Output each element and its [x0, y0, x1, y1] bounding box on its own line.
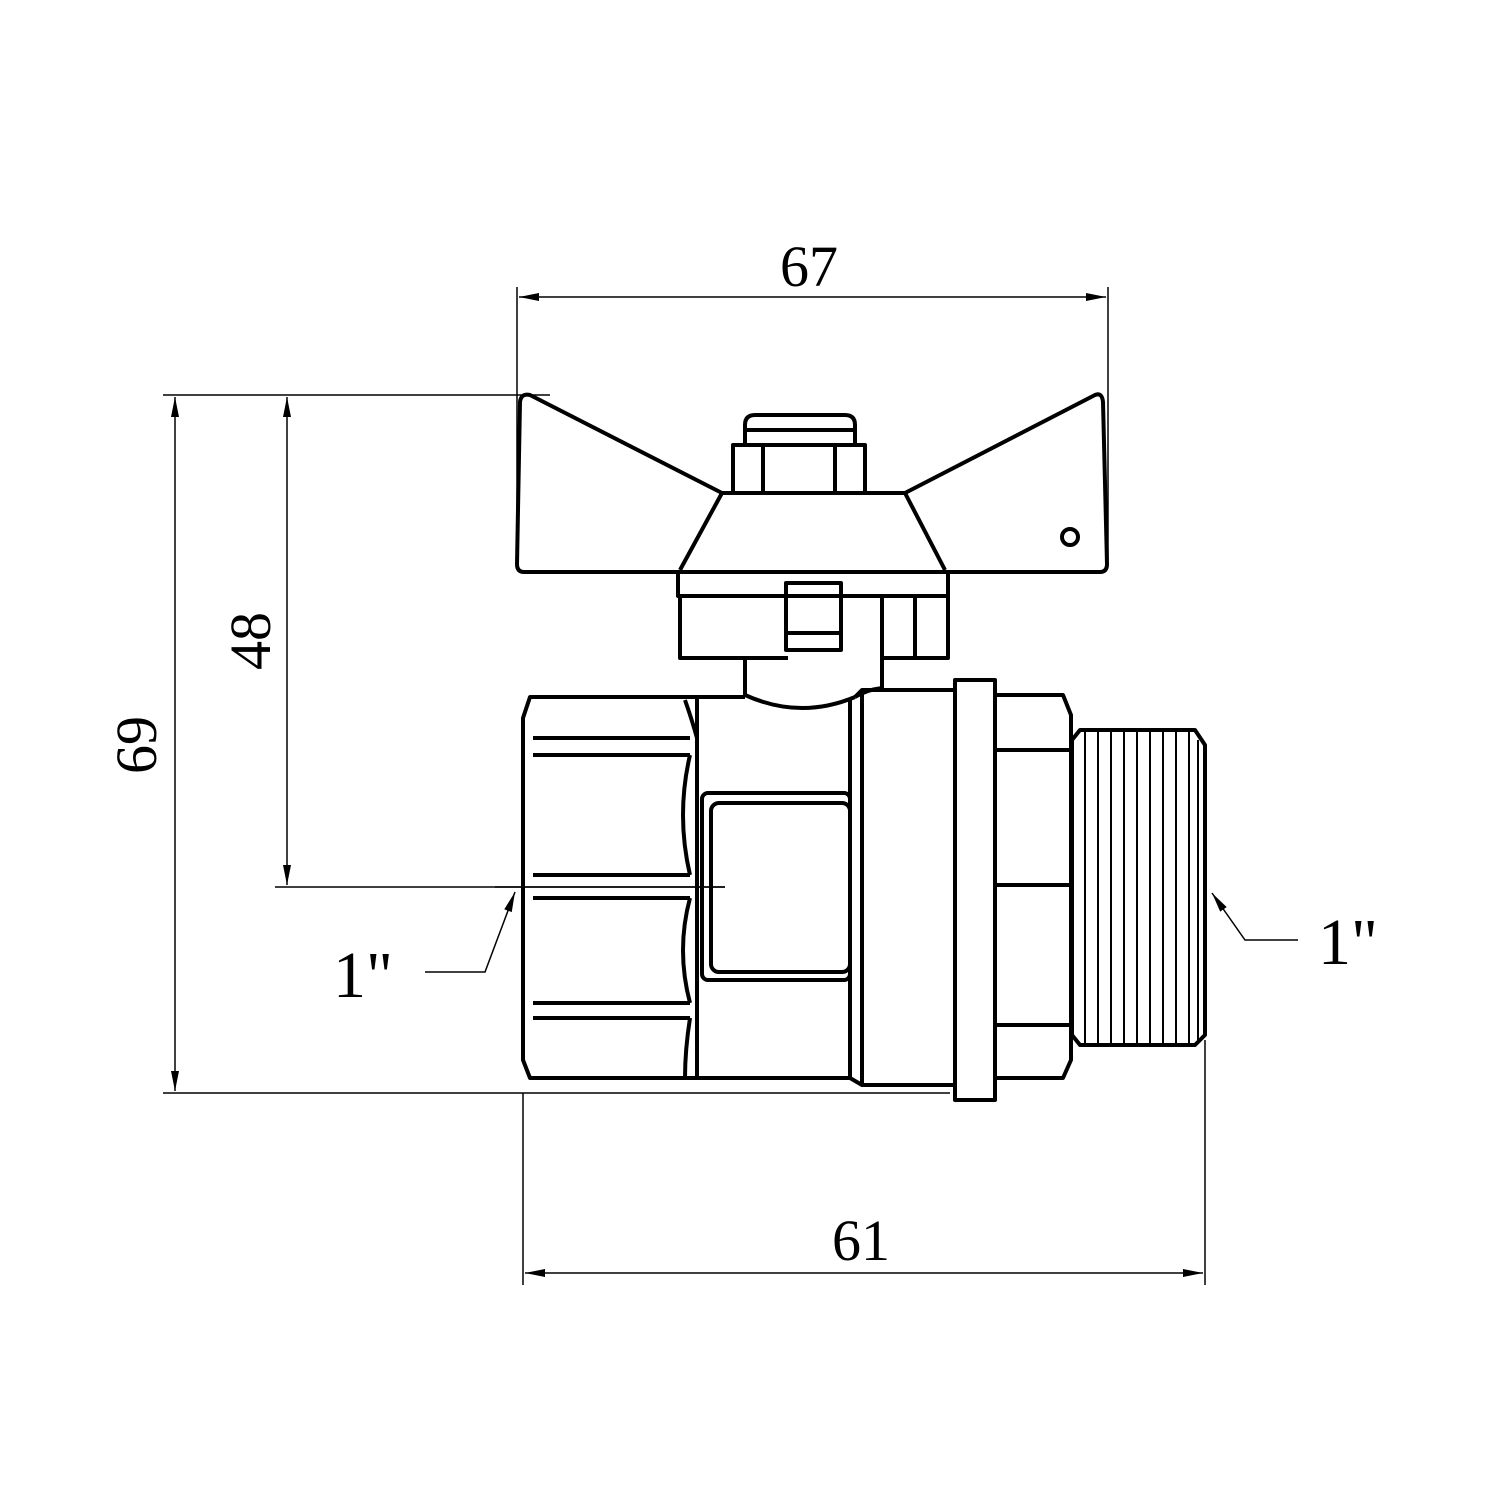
- thread-label-left: 1": [333, 939, 393, 1012]
- male-thread: [1070, 728, 1207, 1047]
- dimension-lines: [163, 287, 1298, 1285]
- leader-left: [425, 891, 516, 973]
- stem-cap: [743, 413, 857, 445]
- valve-body: [521, 678, 1207, 1102]
- dim-61-line: [522, 1040, 1206, 1285]
- dim-69-line: [163, 394, 950, 1094]
- leader-right: [1211, 892, 1298, 941]
- thread-ridges: [1084, 730, 1199, 1045]
- butterfly-handle: [515, 392, 1109, 710]
- union-flange: [953, 678, 997, 1102]
- dim-48-line: [275, 397, 725, 888]
- dim-48-label: 48: [218, 612, 283, 670]
- dim-61-label: 61: [832, 1208, 890, 1273]
- thread-label-right: 1": [1318, 906, 1378, 979]
- dim-67-label: 67: [780, 234, 838, 299]
- dim-67-line: [516, 287, 1109, 560]
- dim-69-label: 69: [104, 716, 169, 774]
- handle-hole: [1060, 527, 1080, 547]
- stem-nut: [731, 443, 867, 495]
